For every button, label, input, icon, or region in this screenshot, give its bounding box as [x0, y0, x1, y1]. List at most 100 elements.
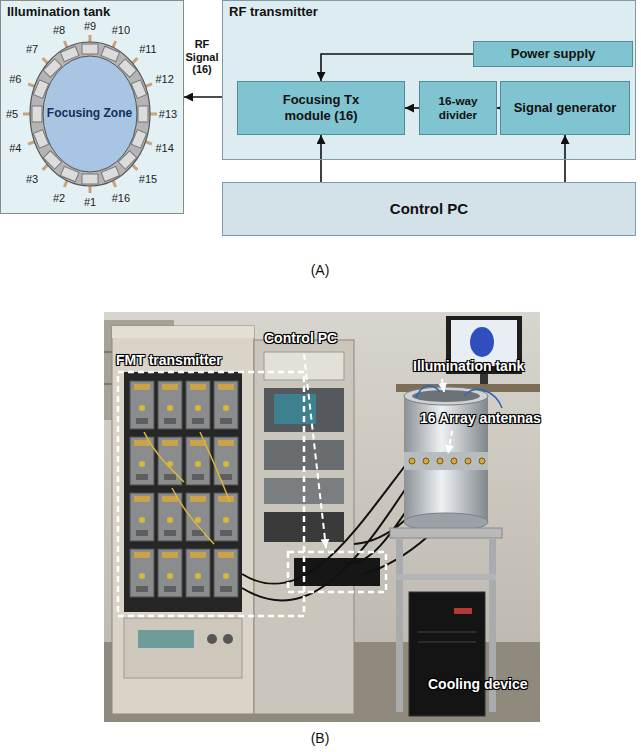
photo-detail — [124, 372, 242, 612]
antenna-number: #6 — [9, 73, 21, 86]
signal-arrow — [405, 107, 419, 109]
photo-detail — [138, 630, 194, 648]
tank-wall — [30, 42, 150, 186]
box-label: 16-way divider — [420, 94, 496, 122]
photo-detail — [416, 386, 502, 408]
antenna-element — [138, 106, 148, 122]
photo-detail — [124, 618, 242, 678]
antenna-number: #8 — [53, 24, 65, 37]
antenna-number: #4 — [9, 142, 21, 155]
photo-detail — [404, 452, 488, 470]
antenna-port — [112, 41, 115, 47]
panel-ground — [0, 0, 184, 214]
control-box: Control PC — [222, 182, 636, 236]
antenna-port — [145, 83, 151, 86]
antenna-element — [82, 44, 98, 54]
box-label: Control PC — [390, 200, 468, 218]
antenna-number: #5 — [6, 108, 18, 121]
antenna-port — [150, 112, 157, 115]
antenna-port — [28, 141, 34, 144]
antenna-number: #3 — [26, 173, 38, 186]
signal-arrow — [321, 54, 473, 81]
panel-title: RF transmitter — [229, 4, 629, 20]
edge-label: RF Signal (16) — [182, 38, 222, 76]
antenna-number: #12 — [155, 73, 173, 86]
photo-detail — [409, 458, 415, 464]
antenna-number: #15 — [139, 173, 157, 186]
antenna-port — [132, 58, 137, 63]
photo-detail — [480, 374, 488, 384]
signal-arrow — [320, 135, 322, 182]
photo-detail — [423, 458, 429, 464]
signal-arrow — [184, 96, 222, 98]
photo-detail — [112, 326, 254, 714]
antenna-number: #2 — [53, 192, 65, 205]
transmitter-cabinet — [112, 326, 254, 714]
leader-line — [304, 354, 326, 548]
photo-label: FMT transmitter — [116, 352, 222, 368]
antenna-port — [112, 180, 115, 186]
photo-label: Illumination tank — [413, 358, 524, 374]
antenna-port — [132, 164, 137, 169]
panel-title: Illumination tank — [7, 4, 177, 20]
antenna-number: #11 — [139, 43, 157, 56]
illumination-tank-photo — [404, 386, 502, 531]
antenna-number: #9 — [84, 20, 96, 33]
antenna-port — [42, 58, 47, 63]
antenna-number: #7 — [26, 43, 38, 56]
antenna-port — [23, 112, 30, 115]
focusing-area — [43, 56, 137, 172]
photo-detail — [207, 634, 217, 644]
photo-label: Cooling device — [428, 676, 528, 692]
photo-detail — [390, 528, 502, 538]
photo-detail — [409, 592, 485, 716]
photo-label: Control PC — [264, 330, 337, 346]
antenna-number: #1 — [84, 196, 96, 209]
antenna-port — [64, 180, 67, 186]
photo-detail — [479, 458, 485, 464]
transmitter-panel: RF transmitterPower supplyFocusing Tx mo… — [222, 0, 636, 160]
photo-detail — [465, 458, 471, 464]
photo-wall — [104, 312, 540, 722]
photo-detail — [396, 574, 496, 580]
panel-letter: (A) — [311, 262, 330, 278]
antenna-number: #13 — [159, 108, 177, 121]
photo-detail — [451, 458, 457, 464]
antenna-port — [88, 186, 91, 193]
antenna-element — [82, 174, 98, 184]
photo-detail — [418, 631, 476, 633]
leader-line — [448, 431, 452, 454]
panel-letter: (B) — [311, 730, 330, 746]
photo-detail — [112, 326, 254, 338]
box-label: Power supply — [511, 46, 596, 62]
dashed-frame — [288, 552, 386, 592]
photo-detail — [437, 458, 443, 464]
focusing-zone: Focusing Zone — [30, 42, 150, 186]
panel-ground — [222, 0, 636, 160]
antenna-port — [28, 83, 34, 86]
leader-line — [442, 379, 444, 392]
process-box: Focusing Tx module (16) — [237, 81, 405, 135]
photo-detail — [454, 608, 472, 614]
box-label: Focusing Zone — [47, 106, 132, 120]
antenna-port — [88, 35, 91, 42]
photo-label: 16 Array antennas — [420, 410, 541, 426]
photo-detail — [223, 634, 233, 644]
photo-detail — [144, 432, 230, 544]
photo-detail — [418, 641, 476, 643]
process-box: 16-way divider — [419, 81, 497, 135]
photo-detail — [128, 378, 240, 602]
antenna-port — [145, 141, 151, 144]
antenna-port — [42, 164, 47, 169]
antenna-element — [32, 106, 42, 122]
photo-detail — [470, 327, 494, 357]
process-box: Power supply — [473, 41, 633, 67]
signal-arrow — [564, 135, 566, 182]
antenna-number: #16 — [112, 192, 130, 205]
box-label: Signal generator — [514, 100, 617, 116]
antenna-number: #14 — [155, 142, 173, 155]
dashed-frame — [118, 372, 304, 616]
box-label: Focusing Tx module (16) — [271, 92, 371, 123]
cooling-unit — [409, 592, 485, 716]
